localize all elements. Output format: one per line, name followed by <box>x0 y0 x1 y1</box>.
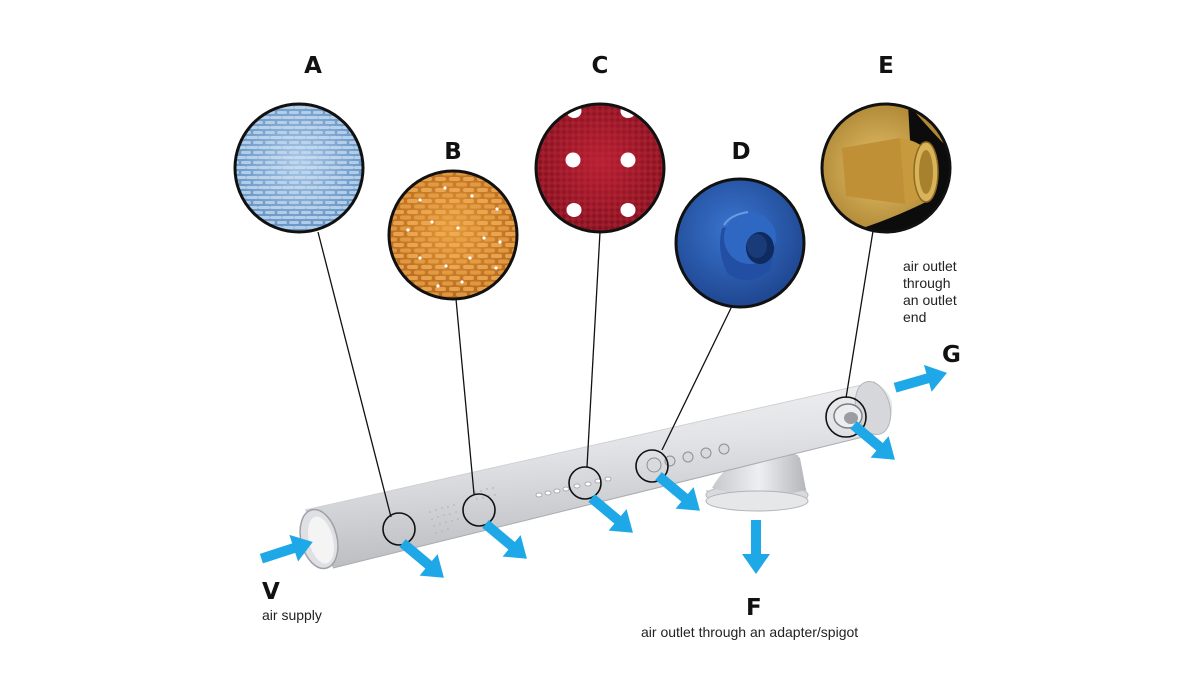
detail-circle-c <box>534 102 666 234</box>
arrow-outlet-g <box>893 364 947 393</box>
leader-line-d <box>661 305 733 451</box>
detail-ring-e <box>825 396 867 438</box>
detail-circle-b <box>387 169 519 301</box>
detail-ring-c <box>568 466 602 500</box>
arrow-outlet-b <box>482 520 527 559</box>
detail-ring-a <box>382 512 416 546</box>
leader-line-b <box>455 298 475 495</box>
caption-g-line-3: an outlet <box>903 292 957 308</box>
arrow-outlet-f <box>742 520 770 574</box>
callout-leaders <box>317 230 874 546</box>
arrow-outlet-c <box>588 494 633 533</box>
caption-v: air supply <box>262 607 322 623</box>
caption-g-line-4: end <box>903 309 926 325</box>
label-d: D <box>731 139 750 165</box>
label-b: B <box>444 139 462 165</box>
detail-ring-d <box>635 449 669 483</box>
label-f: F <box>746 595 762 621</box>
label-e: E <box>878 53 894 79</box>
airflow-arrows <box>259 364 947 578</box>
caption-f: air outlet through an adapter/spigot <box>641 624 858 640</box>
arrow-outlet-d <box>655 472 700 511</box>
caption-g-line-1: air outlet <box>903 258 957 274</box>
detail-circle-d <box>674 177 806 309</box>
arrow-outlet-a <box>399 539 444 578</box>
spigot-adapter <box>705 449 809 512</box>
detail-circle-a <box>233 102 365 234</box>
label-a: A <box>304 53 322 79</box>
caption-g-line-2: through <box>903 275 950 291</box>
leader-line-e <box>845 230 874 399</box>
detail-ring-b <box>462 493 496 527</box>
label-g: G <box>942 342 961 368</box>
leader-line-a <box>317 231 392 518</box>
label-c: C <box>592 53 609 79</box>
arrow-outlet-e <box>850 421 895 460</box>
arrow-inlet-v <box>259 534 313 564</box>
label-v: V <box>262 579 280 605</box>
leader-line-c <box>586 231 601 468</box>
fabric-duct <box>299 380 893 570</box>
detail-circle-e <box>820 102 952 234</box>
